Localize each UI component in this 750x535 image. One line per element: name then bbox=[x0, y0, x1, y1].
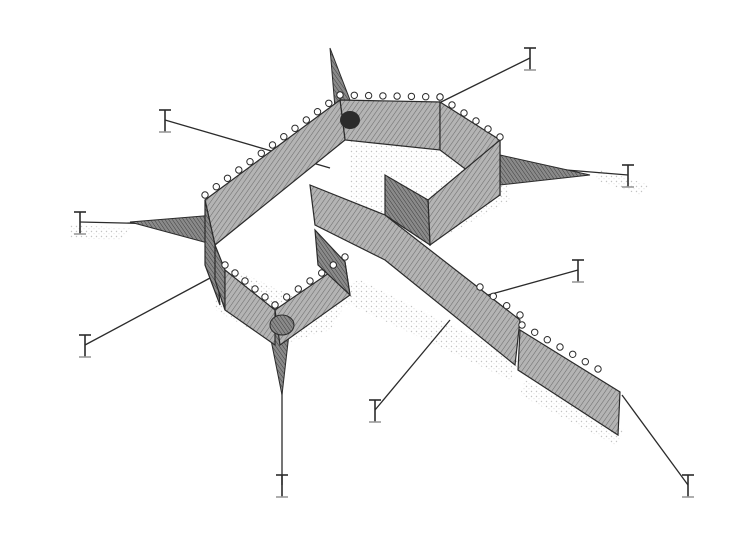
float-ring bbox=[569, 350, 577, 358]
float-ring bbox=[251, 285, 259, 293]
float-ring bbox=[448, 101, 456, 109]
stake-anchor bbox=[682, 474, 694, 498]
net-panel bbox=[224, 268, 276, 347]
leader-panel bbox=[309, 184, 521, 367]
stake-anchor bbox=[74, 211, 86, 235]
stake-anchor bbox=[369, 399, 381, 423]
trap-head bbox=[269, 111, 360, 336]
float-ring bbox=[556, 343, 564, 351]
stake-anchor bbox=[276, 474, 288, 498]
anchor-line bbox=[434, 57, 531, 106]
float-ring bbox=[280, 133, 288, 141]
float-ring bbox=[313, 108, 322, 116]
float-ring bbox=[543, 336, 551, 344]
floats bbox=[201, 91, 602, 373]
float-ring bbox=[271, 301, 279, 309]
stake-anchor bbox=[159, 109, 171, 133]
float-ring bbox=[336, 91, 344, 99]
float-ring bbox=[393, 92, 401, 100]
float-ring bbox=[246, 158, 254, 166]
float-ring bbox=[503, 302, 511, 310]
anchor-line bbox=[487, 269, 579, 296]
float-ring bbox=[518, 321, 526, 329]
float-ring bbox=[223, 174, 232, 183]
float-ring bbox=[201, 191, 209, 199]
anchor-line bbox=[84, 269, 226, 346]
float-ring bbox=[407, 92, 416, 101]
float-ring bbox=[436, 93, 444, 101]
stakes bbox=[74, 47, 694, 498]
anchor-line bbox=[621, 394, 689, 486]
right-funnel bbox=[499, 154, 591, 186]
stake-anchor bbox=[572, 259, 584, 283]
float-ring bbox=[235, 166, 243, 174]
left-funnel bbox=[129, 214, 216, 246]
float-ring bbox=[496, 133, 504, 141]
right-enclosure bbox=[339, 99, 501, 247]
float-ring bbox=[581, 358, 589, 366]
float-ring bbox=[221, 261, 229, 269]
leader-net bbox=[309, 184, 621, 437]
float-ring bbox=[484, 125, 492, 133]
head-knot bbox=[340, 111, 360, 129]
float-ring bbox=[460, 109, 468, 117]
float-ring bbox=[268, 141, 277, 149]
float-ring bbox=[291, 124, 299, 133]
bottom-knot bbox=[269, 314, 295, 336]
float-ring bbox=[489, 292, 497, 300]
float-ring bbox=[476, 283, 484, 291]
stake-anchor bbox=[524, 47, 536, 71]
float-ring bbox=[516, 311, 524, 319]
float-ring bbox=[341, 253, 349, 261]
float-ring bbox=[379, 92, 387, 100]
float-ring bbox=[294, 285, 302, 293]
leader-tail-panel bbox=[517, 328, 621, 437]
top-funnel bbox=[329, 47, 351, 109]
float-ring bbox=[306, 277, 314, 285]
float-ring bbox=[241, 277, 249, 285]
float-ring bbox=[422, 93, 430, 101]
float-ring bbox=[231, 269, 239, 277]
float-ring bbox=[594, 365, 602, 373]
float-ring bbox=[364, 91, 373, 100]
float-ring bbox=[318, 269, 326, 277]
stake-anchor bbox=[622, 164, 634, 188]
float-ring bbox=[283, 293, 291, 301]
float-ring bbox=[261, 293, 269, 301]
float-ring bbox=[472, 117, 480, 125]
float-ring bbox=[325, 99, 333, 108]
float-ring bbox=[257, 149, 265, 158]
float-ring bbox=[212, 183, 221, 191]
float-ring bbox=[531, 328, 539, 336]
float-ring bbox=[350, 91, 358, 100]
anchor-line bbox=[374, 319, 451, 411]
float-ring bbox=[329, 261, 337, 269]
float-ring bbox=[302, 116, 310, 124]
stake-anchor bbox=[79, 334, 91, 358]
